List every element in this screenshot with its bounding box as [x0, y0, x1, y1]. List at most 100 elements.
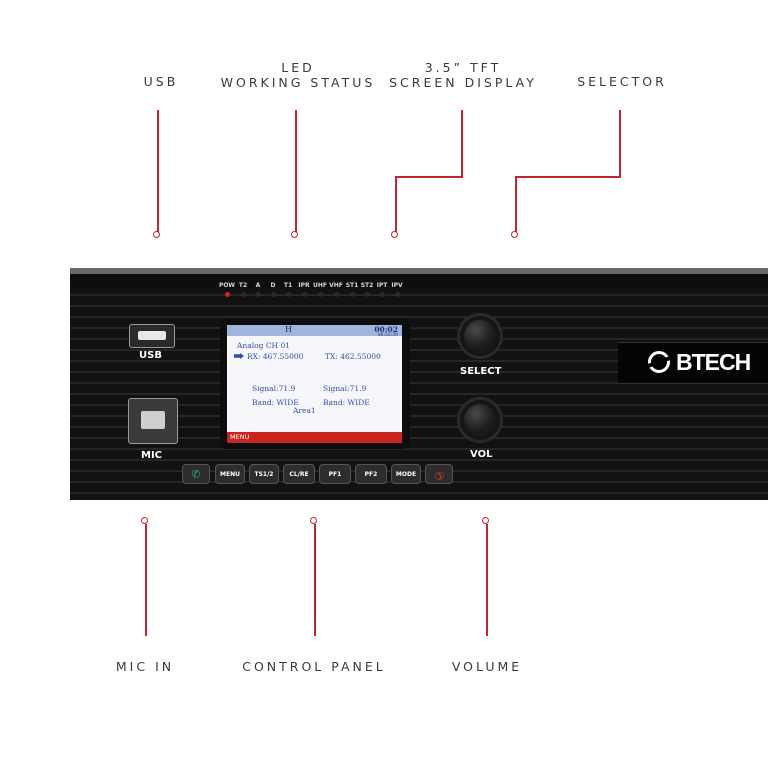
pf2-button[interactable]: PF2 — [355, 464, 387, 484]
led-indicator-icon — [394, 292, 400, 297]
leader-usb — [157, 110, 159, 232]
led-label: IPR — [298, 282, 310, 289]
mic-port-label: MIC — [141, 450, 163, 461]
screen-status-bar — [227, 325, 402, 336]
leader-led — [295, 110, 297, 232]
screen-band-left: Band: WIDE — [252, 398, 299, 407]
led-pow: POW — [218, 282, 236, 297]
led-st2: ST2 — [358, 282, 376, 297]
leader-volume-dot — [482, 517, 489, 524]
leader-screen-v2 — [395, 176, 397, 232]
callout-screen-line2: SCREEN DISPLAY — [389, 75, 537, 90]
led-indicator-icon — [285, 292, 291, 297]
phone-hangup-icon: ✆ — [431, 467, 448, 484]
led-indicator-icon — [349, 292, 355, 297]
leader-control — [314, 524, 316, 636]
clre-button[interactable]: CL/RE — [283, 464, 315, 484]
screen-band-right: Band: WIDE — [323, 398, 370, 407]
led-label: UHF — [313, 282, 327, 289]
led-label: VHF — [329, 282, 343, 289]
radio-device: POW T2 A D T1 IPR UHF VHF ST1 ST2 IPT IP… — [70, 268, 768, 500]
led-vhf: VHF — [327, 282, 345, 297]
callout-screen-title: 3.5” TFT SCREEN DISPLAY — [388, 60, 538, 90]
led-indicator-icon — [301, 292, 307, 297]
callout-screen-line1: 3.5” TFT — [424, 60, 502, 75]
led-label: T2 — [238, 282, 248, 289]
pf1-button[interactable]: PF1 — [319, 464, 351, 484]
led-indicator-icon — [333, 292, 339, 297]
leader-usb-dot — [153, 231, 160, 238]
leader-control-dot — [310, 517, 317, 524]
screen-tx-freq: TX: 462.55000 — [325, 352, 381, 361]
leader-led-dot — [291, 231, 298, 238]
led-indicator-icon — [364, 292, 370, 297]
screen-clock: 06:52:39 — [377, 333, 398, 338]
leader-mic-dot — [141, 517, 148, 524]
btech-logo-icon — [648, 351, 670, 373]
leader-volume — [486, 524, 488, 636]
led-label: ST2 — [360, 282, 374, 289]
led-label: ST1 — [345, 282, 359, 289]
screen-area: Area1 — [293, 406, 316, 415]
led-ipt: IPT — [373, 282, 391, 297]
led-label: IPT — [376, 282, 388, 289]
device-top-strip — [70, 274, 768, 288]
callout-control-panel: CONTROL PANEL — [242, 659, 386, 674]
screen-signal-right: Signal:71.9 — [323, 384, 367, 393]
leader-selector-v1 — [619, 110, 621, 177]
leader-screen-h — [395, 176, 463, 178]
leader-selector-h — [515, 176, 621, 178]
callout-led-title: LED WORKING STATUS — [218, 60, 378, 90]
led-ipr: IPR — [295, 282, 313, 297]
leader-mic — [145, 524, 147, 636]
hangup-button[interactable]: ✆ — [425, 464, 453, 484]
call-button[interactable]: ✆ — [182, 464, 210, 484]
ts12-button[interactable]: TS1/2 — [249, 464, 279, 484]
leader-screen-v1 — [461, 110, 463, 177]
callout-led-line1: LED — [281, 60, 315, 75]
callout-selector: SELECTOR — [577, 74, 667, 89]
phone-call-icon: ✆ — [191, 468, 201, 481]
usb-port-label: USB — [139, 350, 162, 361]
led-indicator-icon — [270, 292, 276, 297]
led-label: POW — [218, 282, 236, 289]
tft-screen-bezel: H 00:02 06:52:39 Analog CH 01 RX: 467.55… — [220, 319, 410, 449]
led-uhf: UHF — [311, 282, 329, 297]
callout-mic-in: MIC IN — [115, 659, 175, 674]
screen-power-level: H — [285, 325, 292, 334]
leader-screen-dot — [391, 231, 398, 238]
led-st1: ST1 — [343, 282, 361, 297]
volume-knob-label: VOL — [470, 449, 493, 460]
volume-knob[interactable] — [460, 400, 500, 440]
screen-mode-line: Analog CH 01 — [237, 341, 291, 350]
led-t1: T1 — [279, 282, 297, 297]
screen-signal-left: Signal:71.9 — [252, 384, 296, 393]
led-label: IPV — [391, 282, 403, 289]
select-knob-label: SELECT — [460, 366, 502, 377]
mic-port[interactable] — [128, 398, 178, 444]
leader-selector-dot — [511, 231, 518, 238]
screen-rx-freq: RX: 467.55000 — [247, 352, 304, 361]
arrow-right-icon — [234, 353, 244, 359]
select-knob[interactable] — [460, 316, 500, 356]
usb-port[interactable] — [129, 324, 175, 348]
mode-button[interactable]: MODE — [391, 464, 421, 484]
menu-button[interactable]: MENU — [215, 464, 245, 484]
led-label: T1 — [283, 282, 293, 289]
led-indicator-icon — [379, 292, 385, 297]
callout-volume: VOLUME — [451, 659, 523, 674]
led-indicator-icon — [255, 292, 261, 297]
led-indicator-icon — [240, 292, 246, 297]
leader-selector-v2 — [515, 176, 517, 232]
callout-led-line2: WORKING STATUS — [220, 75, 376, 90]
led-t2: T2 — [234, 282, 252, 297]
callout-usb: USB — [143, 74, 179, 89]
led-indicator-icon — [224, 292, 230, 297]
tft-screen: H 00:02 06:52:39 Analog CH 01 RX: 467.55… — [227, 325, 402, 443]
led-indicator-icon — [317, 292, 323, 297]
led-a: A — [249, 282, 267, 297]
brand-logo-text: BTECH — [676, 349, 751, 375]
screen-menu-bar: MENU — [227, 432, 402, 443]
led-ipv: IPV — [388, 282, 406, 297]
led-label: A — [255, 282, 261, 289]
